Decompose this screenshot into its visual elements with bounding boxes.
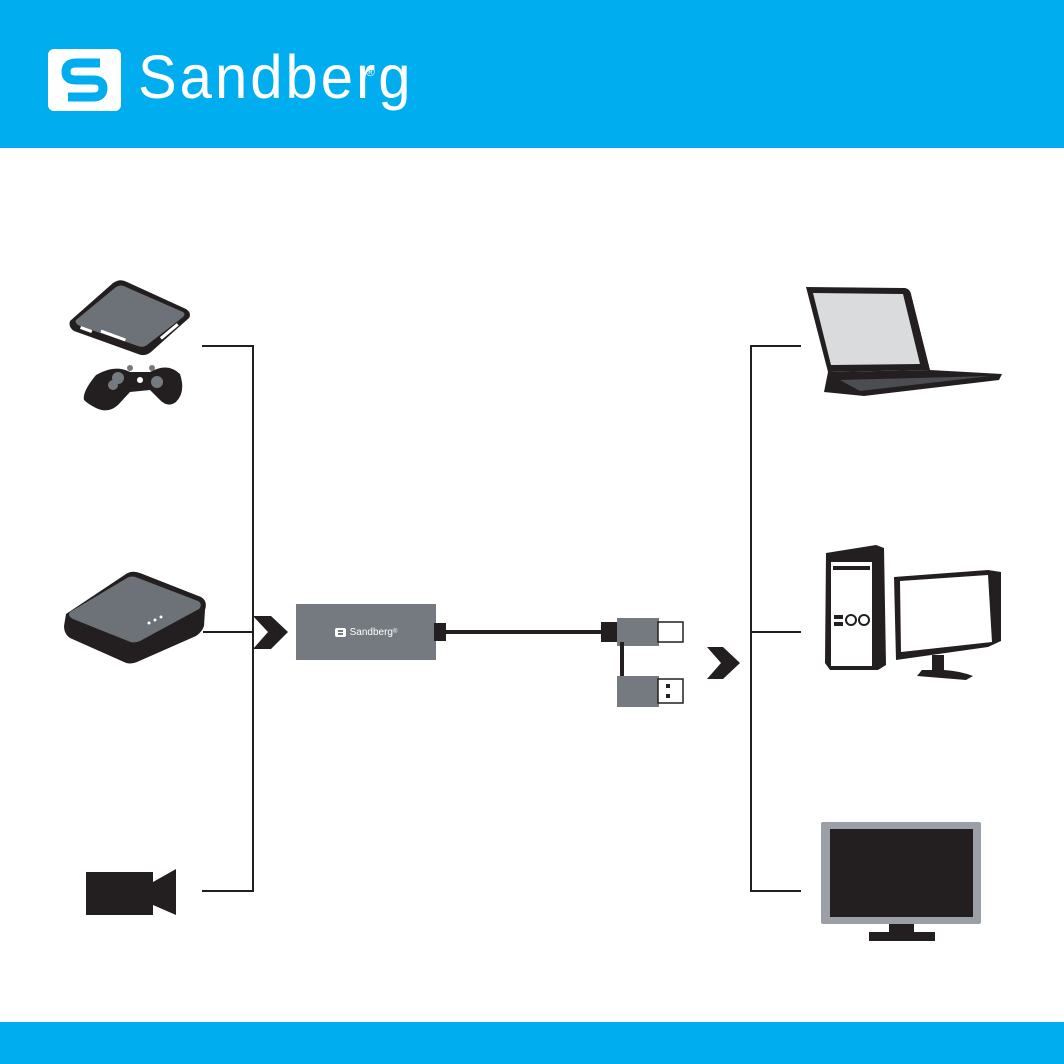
- laptop-icon: [806, 287, 1002, 396]
- output-bracket: [751, 346, 801, 891]
- footer-band: [0, 1022, 1064, 1064]
- adapter-brand-name: Sandberg: [350, 627, 393, 638]
- adapter-registered-mark: ®: [393, 629, 397, 635]
- video-camera-icon: [86, 869, 176, 915]
- monitor-icon: [821, 822, 981, 941]
- gamepad-icon: [84, 365, 183, 410]
- game-console-icon: [70, 280, 191, 355]
- adapter-brand-label: Sandberg®: [298, 604, 434, 660]
- input-arrow-icon: [253, 616, 288, 649]
- desktop-pc-icon: [825, 545, 1001, 680]
- external-drive-icon: [64, 572, 206, 664]
- output-arrow-icon: [707, 647, 740, 679]
- source-bracket: [202, 346, 253, 891]
- adapter-logo-icon: [335, 628, 346, 637]
